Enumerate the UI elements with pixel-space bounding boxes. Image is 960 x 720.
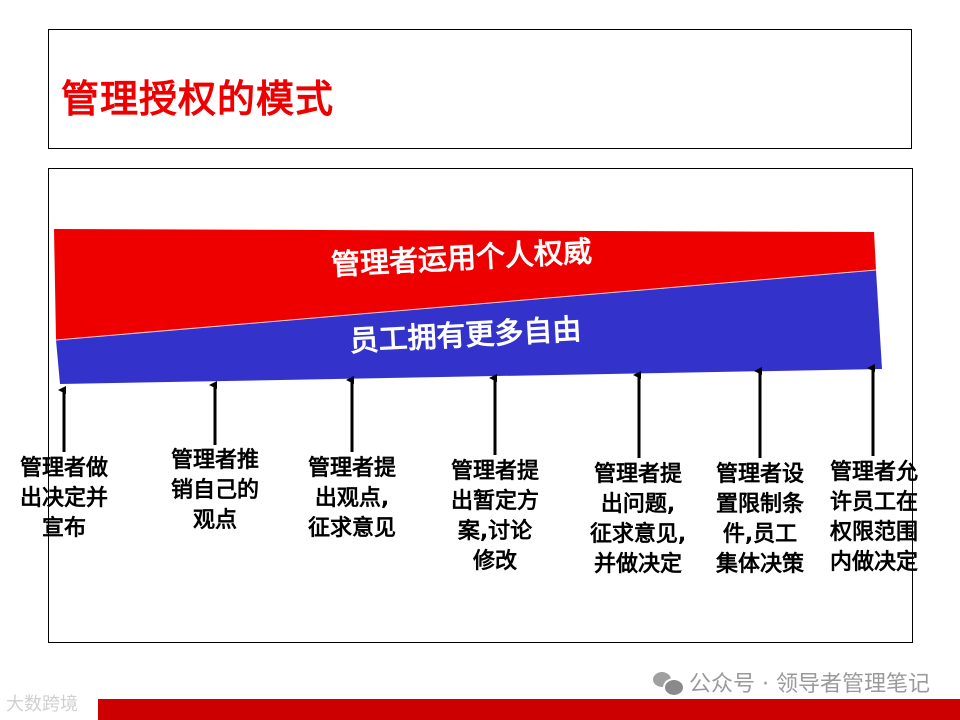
mode-label-7: 管理者允 许员工在 权限范围 内做决定 [829, 460, 918, 575]
mode-label-4: 管理者提 出暂定方 案,讨论 修改 [450, 459, 539, 574]
wechat-icon [653, 670, 686, 697]
employee-freedom-band [56, 270, 882, 384]
page-title: 管理授权的模式 [61, 77, 335, 121]
watermark: 公众号 · 领导者管理笔记 [653, 666, 930, 698]
corner-logo: 大数跨境 [6, 694, 78, 715]
mode-label-1: 管理者做 出决定并 宣布 [19, 456, 108, 541]
title-box: 管理授权的模式 [48, 29, 912, 149]
mode-label-6: 管理者设 置限制条 件,员工 集体决策 [715, 462, 804, 577]
mode-arrows [58, 364, 875, 458]
footer-bar [98, 699, 960, 720]
diagram-box [48, 168, 913, 643]
manager-authority-band [54, 229, 876, 340]
mode-label-5: 管理者提 出问题, 征求意见, 并做决定 [589, 462, 687, 577]
mode-label-2: 管理者推 销自己的 观点 [170, 448, 259, 533]
watermark-text: 公众号 · 领导者管理笔记 [689, 672, 930, 697]
mode-label-3: 管理者提 出观点, 征求意见 [307, 456, 396, 541]
